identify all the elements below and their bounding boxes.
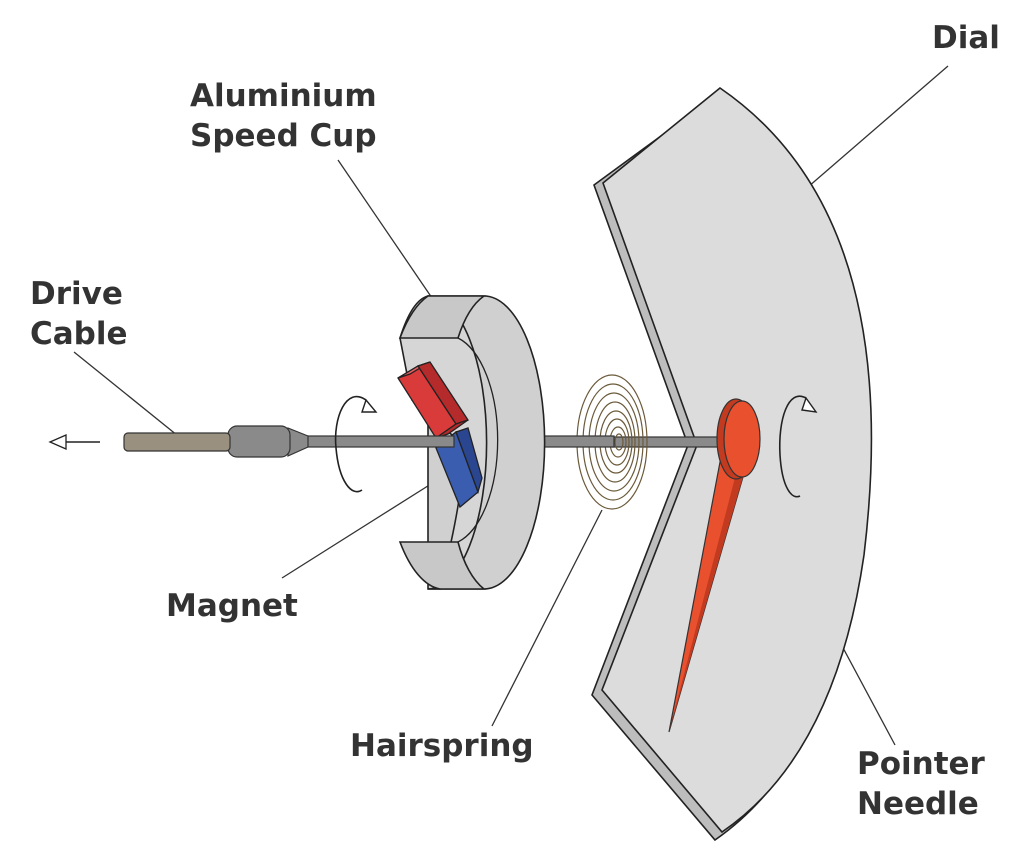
magnet	[397, 361, 483, 509]
drive-cable-leader	[73, 351, 189, 445]
needle-shaft	[611, 436, 731, 448]
label-pointer-needle-line1: Pointer	[857, 746, 985, 782]
label-hairspring: Hairspring	[350, 726, 534, 766]
direction-arrow-icon	[48, 434, 100, 450]
shaft-rotation-arrow-icon	[334, 395, 378, 493]
cable-coupler	[227, 425, 309, 458]
label-drive-cable-line1: Drive	[30, 276, 123, 312]
label-pointer-needle: Pointer Needle	[857, 744, 985, 824]
label-dial: Dial	[932, 18, 1000, 58]
label-magnet-text: Magnet	[166, 588, 298, 624]
label-drive-cable: Drive Cable	[30, 274, 128, 354]
label-speed-cup: Aluminium Speed Cup	[190, 76, 377, 156]
magnet-leader	[281, 471, 451, 579]
label-pointer-needle-line2: Needle	[857, 786, 979, 822]
dial-rotation-arrow-icon	[778, 395, 818, 498]
needle-hub	[723, 400, 761, 478]
label-speed-cup-line1: Aluminium	[190, 78, 377, 114]
speed-cup-bottom-rim	[398, 541, 487, 590]
hairspring-leader	[491, 509, 603, 727]
label-dial-text: Dial	[932, 20, 1000, 56]
label-magnet: Magnet	[166, 586, 298, 626]
label-hairspring-text: Hairspring	[350, 728, 534, 764]
speed-cup-leader	[337, 159, 433, 299]
drive-cable	[123, 432, 231, 452]
aluminium-speed-cup	[398, 295, 546, 590]
pointer-needle	[668, 398, 761, 733]
label-drive-cable-line2: Cable	[30, 316, 128, 352]
drive-shaft	[303, 435, 455, 448]
label-speed-cup-line2: Speed Cup	[190, 118, 377, 154]
